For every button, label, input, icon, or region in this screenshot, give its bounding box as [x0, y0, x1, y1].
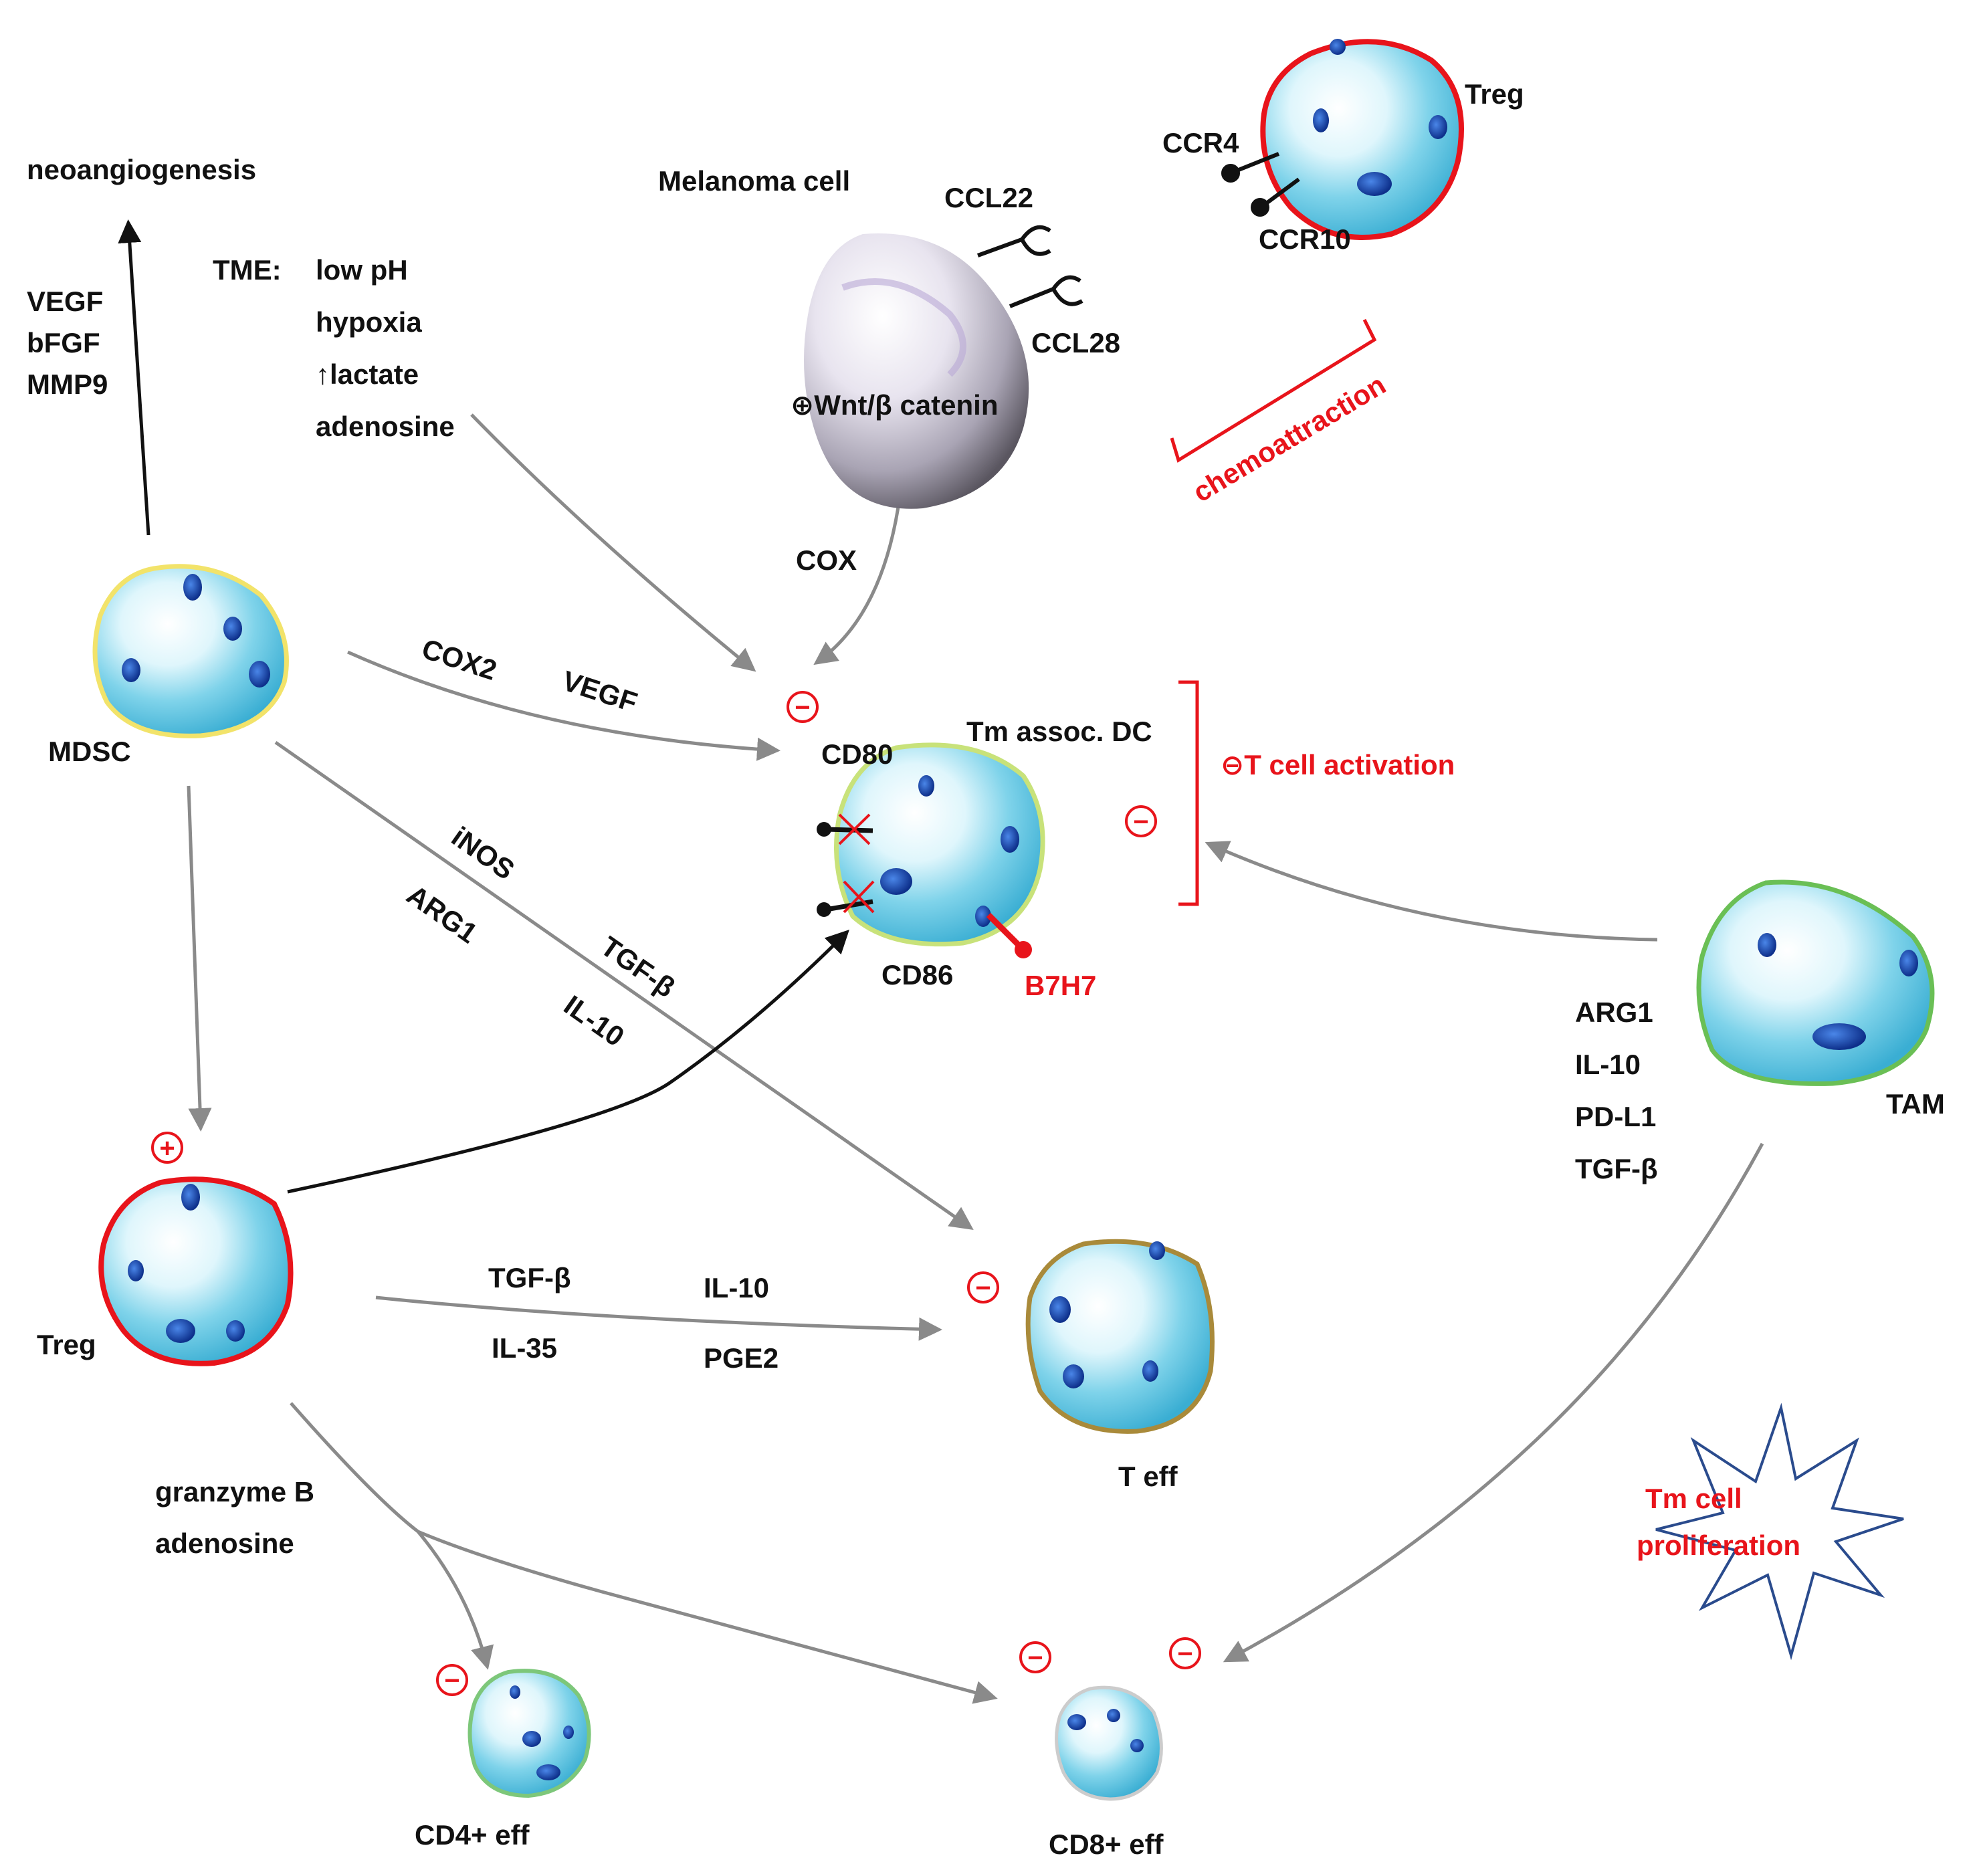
treg-top-cell-icon — [1260, 39, 1464, 240]
arrow-treg-to-cd4 — [290, 1402, 494, 1670]
arrow-treg-to-dc — [287, 930, 849, 1194]
tam-cell-icon — [1696, 879, 1935, 1086]
dc-label: Tm assoc. DC — [966, 716, 1152, 747]
minus-sign-icon: − — [1125, 805, 1157, 837]
cd80-label: CD80 — [821, 738, 893, 770]
melanoma-cell-label: Melanoma cell — [658, 165, 850, 197]
plus-sign-icon: + — [151, 1132, 183, 1164]
cd4-label: CD4+ eff — [415, 1819, 530, 1851]
treg-left-label: Treg — [37, 1329, 96, 1360]
arrow-mdsc-to-neoangiogenesis — [118, 219, 150, 536]
minus-sign-icon: − — [1169, 1637, 1201, 1669]
tm-proliferation-label-line2: proliferation — [1637, 1530, 1800, 1561]
tgfb-treg-label: TGF-β — [488, 1262, 571, 1293]
tgfb-tam-label: TGF-β — [1575, 1153, 1658, 1184]
cd8-cell-icon — [1055, 1685, 1163, 1801]
svg-text:−: − — [975, 1273, 991, 1303]
low-ph-label: low pH — [316, 254, 408, 286]
minus-sign-icon: − — [787, 691, 819, 723]
melanoma-cell-icon — [804, 233, 1029, 509]
arrow-mdsc-to-teff — [274, 740, 974, 1231]
arrow-tme-to-dc — [470, 413, 756, 672]
il10-tam-label: IL-10 — [1575, 1049, 1641, 1080]
ccr4-label: CCR4 — [1162, 127, 1239, 159]
il35-treg-label: IL-35 — [492, 1332, 557, 1364]
mdsc-cell-icon — [92, 564, 289, 738]
arrow-mdsc-to-treg — [187, 785, 212, 1132]
teff-label: T eff — [1118, 1461, 1178, 1492]
t-cell-activation-label: ⊖T cell activation — [1221, 749, 1455, 780]
arrow-tam-to-dc — [1205, 841, 1658, 942]
t-cell-activation-bracket — [1178, 680, 1199, 906]
vegf-label: VEGF — [27, 286, 103, 317]
treg-top-label: Treg — [1465, 78, 1524, 110]
pge2-treg-label: PGE2 — [704, 1342, 778, 1374]
mdsc-label: MDSC — [48, 736, 131, 767]
cox-label: COX — [796, 544, 857, 576]
arrow-melanoma-cox-to-dc — [813, 498, 902, 665]
bfgf-label: bFGF — [27, 327, 100, 358]
hypoxia-label: hypoxia — [316, 306, 422, 338]
wnt-label: ⊕Wnt/β catenin — [791, 389, 999, 421]
minus-sign-icon: − — [436, 1664, 468, 1696]
tm-proliferation-label-line1: Tm cell — [1645, 1483, 1742, 1514]
ccl22-receptor-icon — [976, 225, 1051, 257]
svg-text:−: − — [795, 693, 810, 722]
granzyme-label: granzyme B — [155, 1476, 314, 1507]
minus-sign-icon: − — [1019, 1641, 1051, 1673]
cd80-receptor-icon — [817, 813, 873, 845]
tm-proliferation-star — [1655, 1402, 1904, 1661]
svg-text:−: − — [444, 1666, 459, 1695]
ccr4-receptor-icon — [1221, 152, 1280, 183]
svg-text:−: − — [1177, 1639, 1192, 1669]
pdl1-tam-label: PD-L1 — [1575, 1101, 1656, 1132]
ccr10-receptor-icon — [1251, 177, 1300, 217]
arrow-treg-to-teff — [375, 1295, 942, 1341]
vegf-mdsc-label: VEGF — [558, 665, 641, 718]
arrow-mdsc-cox2-vegf-to-dc — [346, 650, 781, 761]
neoangiogenesis-label: neoangiogenesis — [27, 154, 256, 185]
adenosine-treg-label: adenosine — [155, 1528, 294, 1559]
tme-label: TME: — [213, 254, 282, 286]
arg1-tam-label: ARG1 — [1575, 997, 1653, 1028]
lactate-label: ↑lactate — [316, 358, 419, 390]
il10-mdsc-label: IL-10 — [558, 989, 630, 1053]
il10-treg-label: IL-10 — [704, 1272, 769, 1304]
cox2-label: COX2 — [418, 633, 500, 686]
minus-sign-icon: − — [967, 1271, 999, 1304]
svg-text:−: − — [1133, 807, 1148, 837]
arg1-mdsc-label: ARG1 — [401, 879, 484, 949]
treg-left-cell-icon — [98, 1176, 294, 1366]
chemoattraction-bracket — [1170, 318, 1377, 463]
tgfb-mdsc-label: TGF-β — [595, 930, 681, 1003]
arrow-tam-to-cd8 — [1223, 1142, 1764, 1663]
svg-text:−: − — [1027, 1643, 1043, 1673]
mmp9-label: MMP9 — [27, 369, 108, 400]
dendritic-cell-icon — [834, 742, 1045, 947]
b7h7-label: B7H7 — [1025, 970, 1096, 1001]
ccl28-label: CCL28 — [1031, 327, 1120, 358]
b7h7-receptor-icon — [986, 912, 1032, 958]
ccl28-receptor-icon — [1009, 275, 1083, 308]
svg-text:+: + — [159, 1134, 175, 1163]
ccr10-label: CCR10 — [1259, 223, 1351, 255]
cd86-label: CD86 — [881, 959, 953, 991]
chemoattraction-label: chemoattraction — [1187, 369, 1390, 508]
t-effector-cell-icon — [1025, 1239, 1215, 1434]
ccl22-label: CCL22 — [944, 182, 1033, 213]
cd4-cell-icon — [467, 1669, 591, 1798]
inos-label: iNOS — [446, 821, 520, 885]
cd86-receptor-icon — [817, 880, 875, 917]
cd8-label: CD8+ eff — [1049, 1829, 1164, 1860]
tam-label: TAM — [1886, 1088, 1945, 1120]
arrow-treg-to-cd8 — [417, 1530, 998, 1704]
adenosine-tme-label: adenosine — [316, 411, 455, 442]
